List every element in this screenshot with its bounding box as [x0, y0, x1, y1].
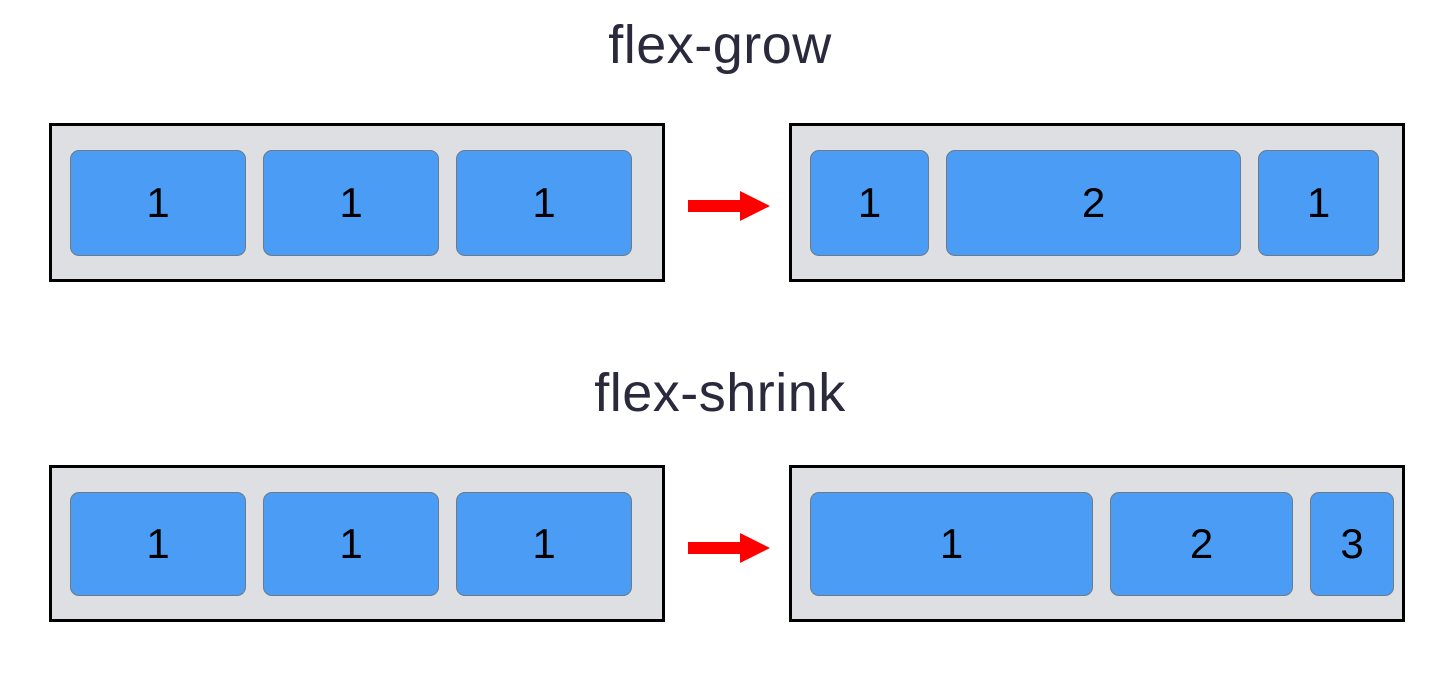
flex-item-label: 1: [532, 178, 556, 226]
flex-item: 1: [263, 491, 439, 596]
flex-item-label: 1: [857, 178, 882, 226]
flex-item-label: 3: [1340, 519, 1364, 567]
flex-item: 1: [70, 491, 246, 596]
flex-item: 2: [946, 149, 1241, 256]
arrow-right-icon: [688, 191, 770, 221]
flex-item: 1: [70, 149, 246, 256]
flex-item-label: 1: [532, 519, 556, 567]
flex-container-before-grow: 1 1 1: [49, 123, 665, 282]
flex-item-label: 2: [1081, 178, 1106, 226]
flex-container-after-shrink: 1 2 3: [789, 465, 1405, 622]
flex-item-label: 1: [339, 519, 363, 567]
flex-item: 1: [810, 491, 1093, 596]
flex-item-label: 1: [939, 519, 964, 567]
flex-item: 1: [456, 491, 632, 596]
flex-item: 1: [263, 149, 439, 256]
flex-item-label: 2: [1189, 519, 1214, 567]
flex-container-before-shrink: 1 1 1: [49, 465, 665, 622]
section-title-flex-shrink: flex-shrink: [594, 363, 846, 423]
flex-item-label: 1: [146, 519, 170, 567]
flex-item: 3: [1310, 491, 1394, 596]
flex-item-label: 1: [339, 178, 363, 226]
flex-item: 2: [1110, 491, 1293, 596]
section-title-flex-grow: flex-grow: [608, 15, 832, 75]
flex-container-after-grow: 1 2 1: [789, 123, 1405, 282]
demo-row-flex-grow: 1 1 1 1 2 1: [0, 123, 1440, 283]
flex-item-label: 1: [146, 178, 170, 226]
flex-item: 1: [1258, 149, 1379, 256]
flex-item: 1: [810, 149, 929, 256]
demo-row-flex-shrink: 1 1 1 1 2 3: [0, 465, 1440, 625]
flex-item: 1: [456, 149, 632, 256]
flex-item-label: 1: [1306, 178, 1331, 226]
arrow-right-icon: [688, 533, 770, 563]
